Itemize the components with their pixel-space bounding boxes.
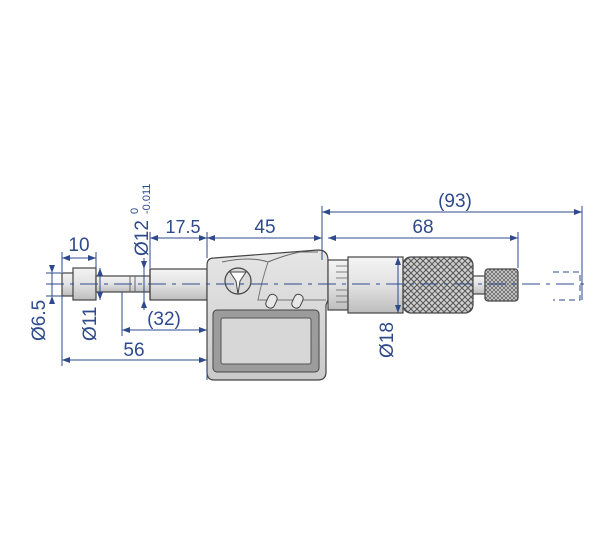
- dim-68: 68: [412, 217, 433, 238]
- knurled-grip: [402, 256, 474, 314]
- dim-32: (32): [147, 309, 181, 330]
- dim-45: 45: [254, 217, 275, 238]
- dim-dia-12: Ø12: [132, 220, 153, 256]
- ratchet-knob: [484, 268, 519, 302]
- button-right: [291, 293, 304, 309]
- dim-93: (93): [438, 191, 472, 212]
- ratchet-neck: [472, 275, 486, 295]
- dim-56: 56: [123, 340, 144, 361]
- dim-dia-12-tol-upper: 0: [129, 208, 141, 214]
- dim-17-5: 17.5: [165, 217, 200, 237]
- lock-knob: [224, 267, 252, 295]
- arrowheads: [49, 209, 582, 363]
- sleeve: [327, 259, 349, 311]
- thimble-graduations: [336, 265, 348, 303]
- lcd-screen: [220, 317, 312, 365]
- phantom-ratchet: [553, 271, 581, 301]
- dim-dia-18: Ø18: [377, 322, 398, 358]
- dim-dia-11: Ø11: [80, 306, 101, 341]
- dim-10: 10: [68, 235, 89, 256]
- micrometer-head: [61, 249, 581, 381]
- thimble: [347, 256, 404, 314]
- dim-dia-6-5: Ø6.5: [29, 300, 50, 341]
- button-left: [265, 293, 278, 309]
- dim-dia-12-tol-lower: -0.011: [141, 184, 153, 214]
